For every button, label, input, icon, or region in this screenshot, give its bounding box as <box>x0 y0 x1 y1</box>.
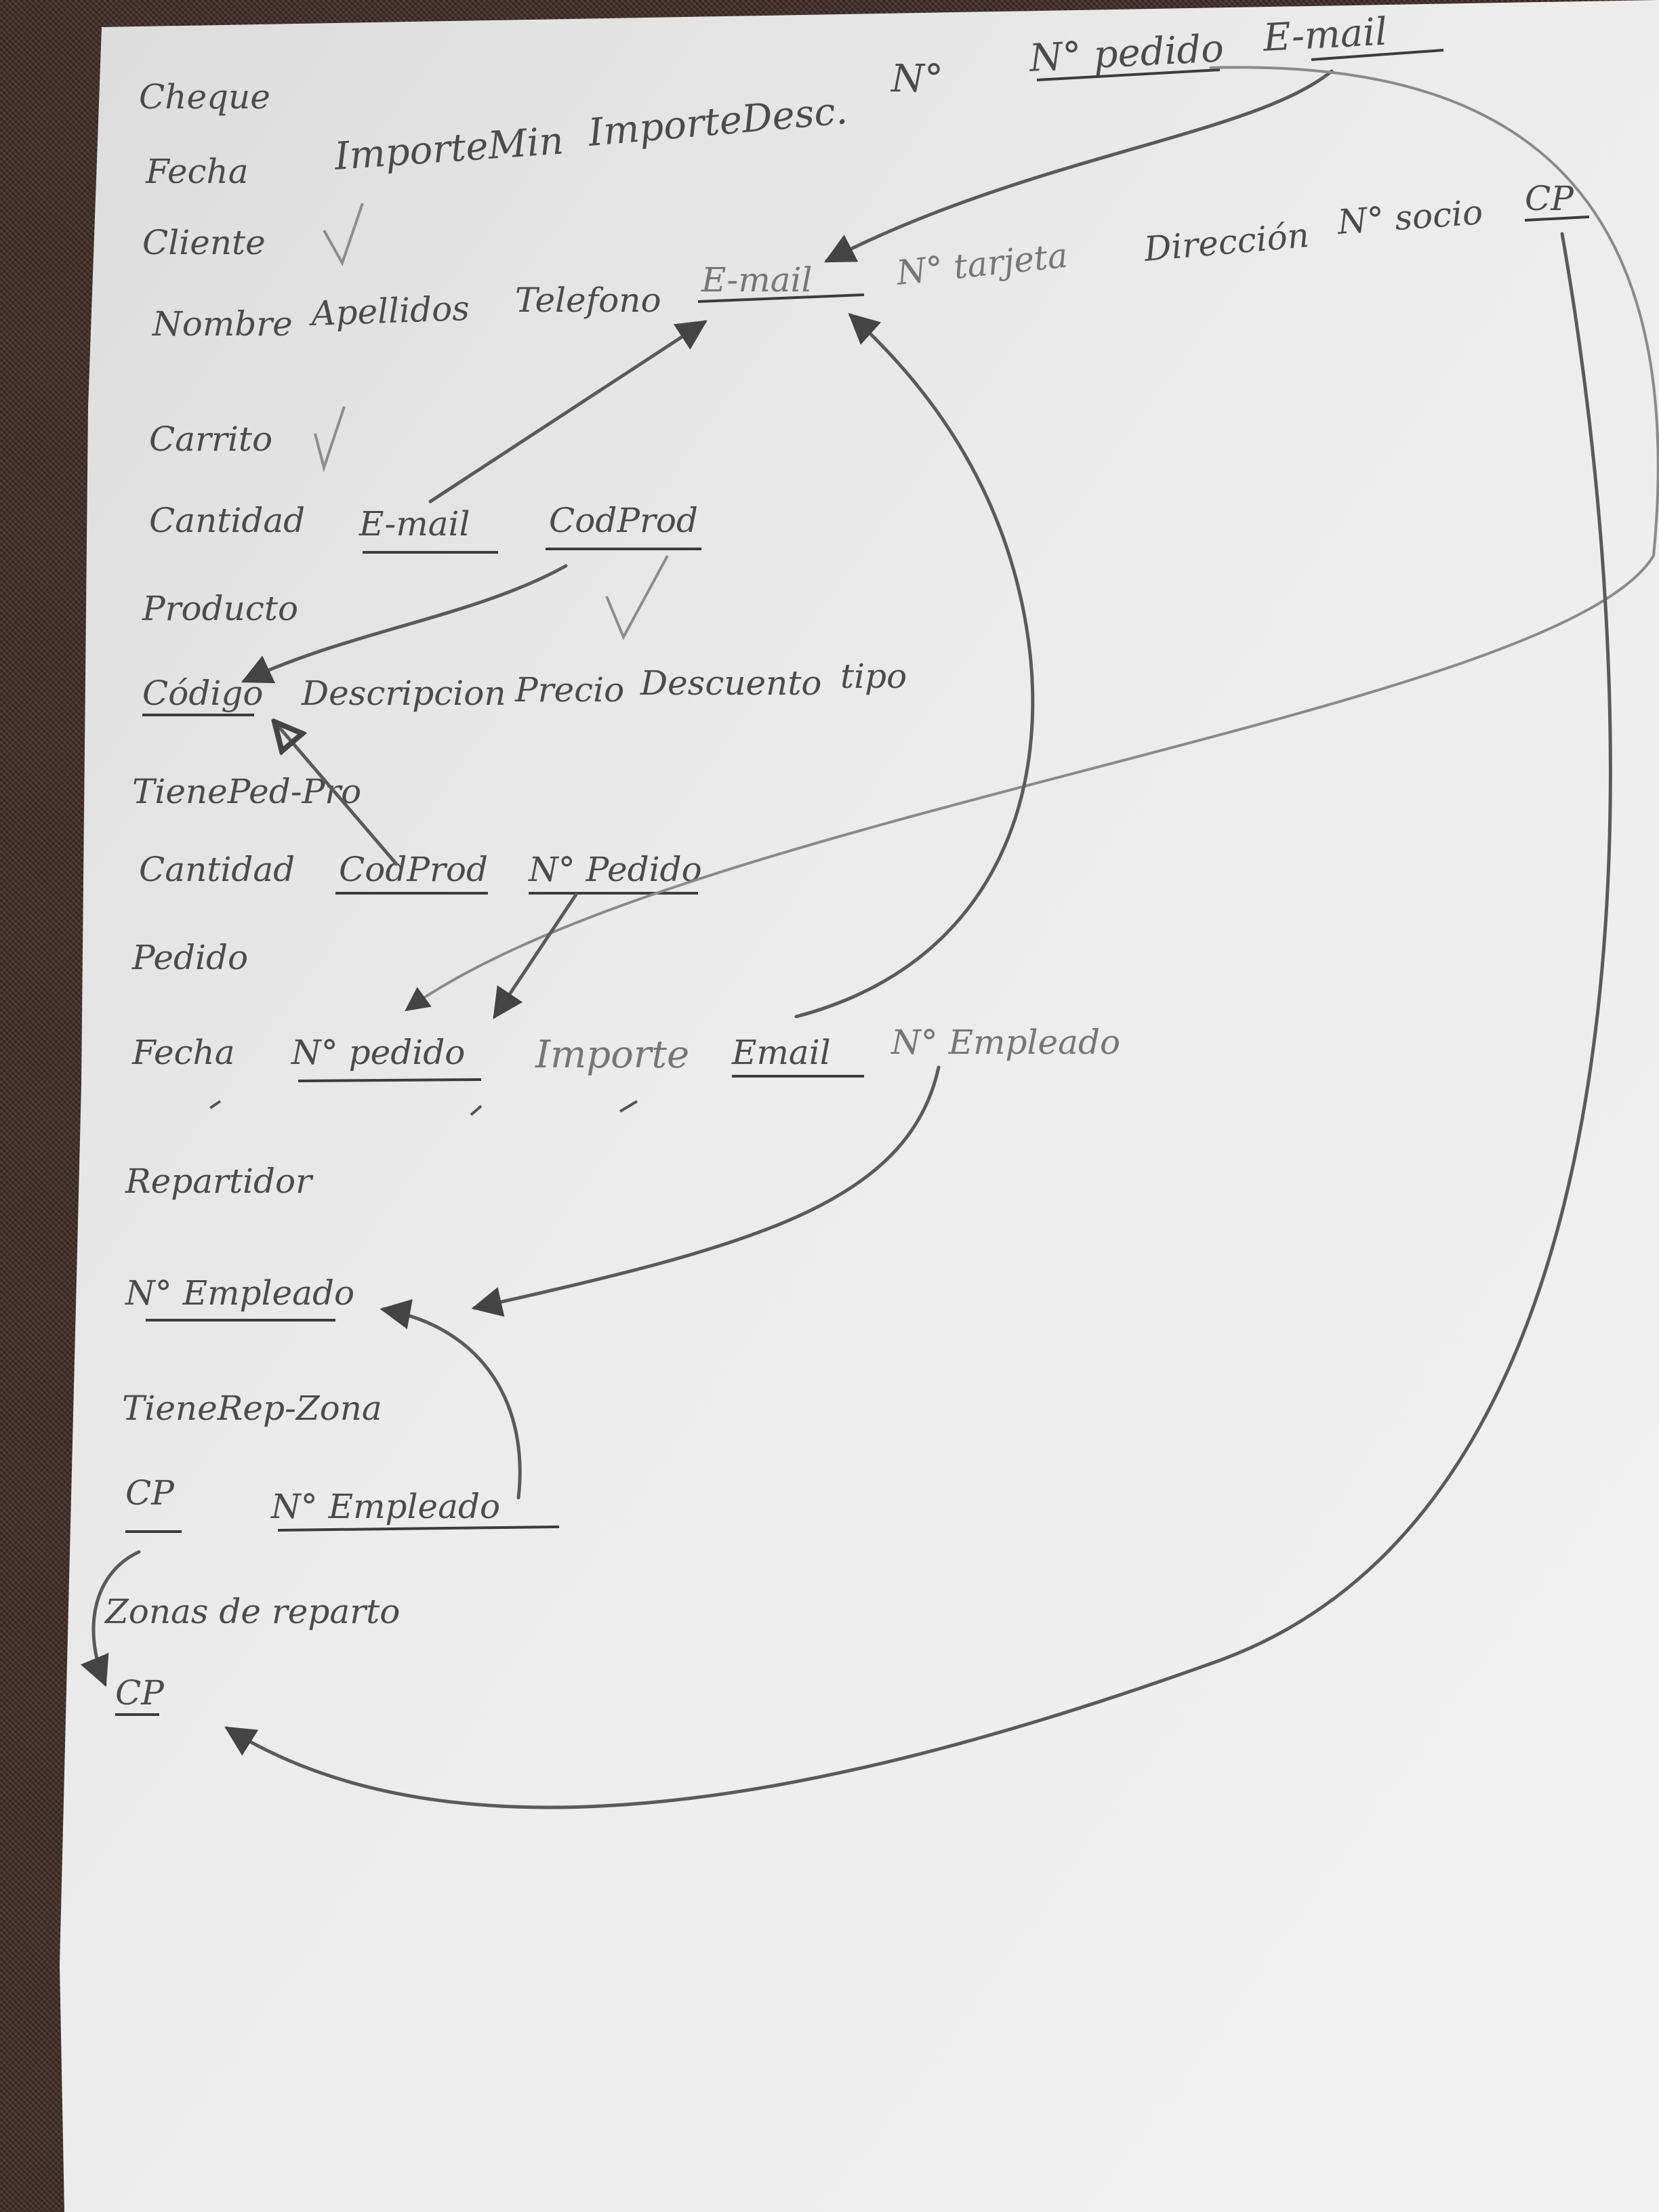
reference-arrow <box>380 1299 522 1500</box>
attribute: Descuento <box>640 663 822 703</box>
pencil-tick <box>470 1105 483 1116</box>
attribute-key: N° Empleado <box>125 1273 354 1313</box>
reference-arrow <box>493 893 578 1019</box>
attribute-key: E-mail <box>1261 9 1388 60</box>
relation-carrito: Carrito Cantidad E-mail CodProd <box>149 406 701 640</box>
attribute: Precio <box>514 670 624 710</box>
attribute: Fecha <box>145 152 249 191</box>
reference-arrow <box>824 69 1334 263</box>
attribute-key: CodProd <box>549 501 698 540</box>
relation-name: Repartidor <box>125 1162 314 1201</box>
relation-cliente: Cliente Nombre Apellidos Telefono E-mail… <box>142 179 1590 344</box>
attribute-key: N° Empleado <box>270 1487 500 1526</box>
relation-name: Cliente <box>142 223 266 262</box>
key-underline <box>1524 216 1590 222</box>
reference-arrow <box>241 564 568 684</box>
relation-name: Pedido <box>131 938 248 977</box>
attribute: Descripcion <box>301 674 506 713</box>
attribute-key: CP <box>1525 179 1574 218</box>
paper-surface <box>60 0 1659 2212</box>
relation-name: TienePed-Pro <box>132 772 361 811</box>
relation-name: Zonas de reparto <box>104 1592 400 1631</box>
key-underline <box>1036 68 1221 81</box>
attribute-key: CodProd <box>339 850 488 889</box>
attribute: N° Empleado <box>890 1023 1120 1062</box>
reference-arrow <box>794 312 1035 1019</box>
check-mark <box>323 203 364 266</box>
reference-arrow <box>405 66 1659 1012</box>
reference-arrow <box>471 1065 941 1317</box>
relation-pedido: Pedido Fecha N° pedido Importe Email N° … <box>131 938 1120 1116</box>
key-underline <box>1311 49 1444 61</box>
attribute-key: CP <box>115 1673 165 1713</box>
attribute: Telefono <box>515 281 661 320</box>
attribute: Cantidad <box>139 850 295 889</box>
relation-cheque: Cheque Fecha ImporteMin ImporteDesc. N° … <box>139 9 1444 191</box>
reference-arrow <box>80 1550 141 1687</box>
reference-arrows <box>80 66 1659 1809</box>
relation-zonas-de-reparto: Zonas de reparto CP <box>104 1592 400 1716</box>
relation-name: Cheque <box>139 77 270 117</box>
relation-name: Carrito <box>149 419 272 459</box>
attribute: N° <box>890 57 943 101</box>
attribute-key: CP <box>125 1473 175 1513</box>
attribute: Apellidos <box>308 289 470 333</box>
key-underline <box>697 293 865 303</box>
attribute-key: E-mail <box>701 260 813 300</box>
reference-arrow <box>428 320 708 504</box>
attribute-key: N° pedido <box>291 1033 465 1072</box>
attribute-key: N° Pedido <box>528 850 702 889</box>
attribute: Nombre <box>152 304 293 344</box>
relation-producto: Producto Código Descripcion Precio Descu… <box>142 589 907 716</box>
check-mark <box>605 555 669 640</box>
key-underline <box>298 1078 482 1082</box>
relation-name: Producto <box>142 589 298 628</box>
attribute-key: Email <box>731 1033 831 1072</box>
key-underline <box>277 1525 560 1532</box>
attribute: Cantidad <box>149 501 305 540</box>
attribute: Importe <box>535 1033 689 1077</box>
check-mark <box>314 406 346 473</box>
relation-name: TieneRep-Zona <box>122 1389 382 1428</box>
attribute: Fecha <box>131 1033 235 1072</box>
relation-tiene-rep-zona: TieneRep-Zona CP N° Empleado <box>122 1389 560 1533</box>
attribute: tipo <box>840 657 907 696</box>
pencil-tick <box>209 1100 222 1109</box>
reference-arrow <box>224 232 1612 1809</box>
attribute-key: E-mail <box>359 504 470 544</box>
reference-arrow <box>274 722 398 866</box>
pencil-tick <box>619 1100 638 1113</box>
relation-repartidor: Repartidor N° Empleado <box>125 1162 354 1322</box>
